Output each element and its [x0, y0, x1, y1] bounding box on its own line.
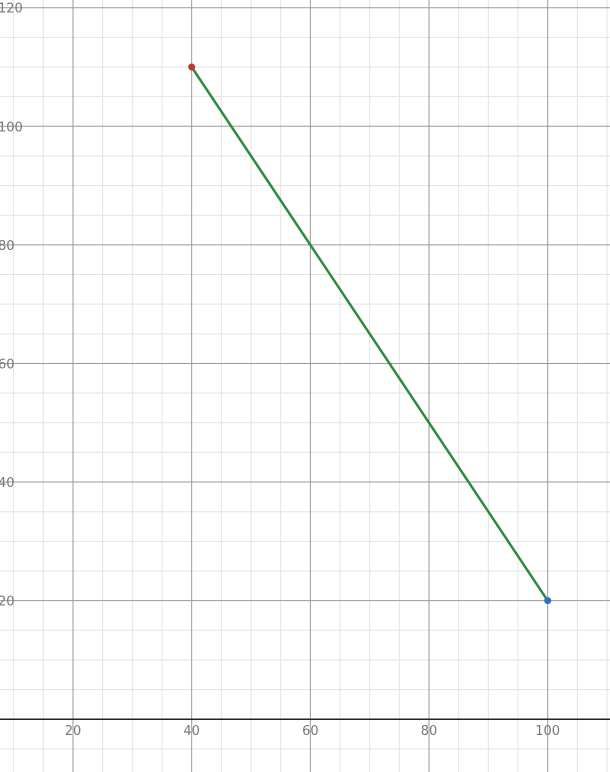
- y-tick-label: 120: [0, 2, 23, 17]
- y-tick-label: 20: [0, 595, 15, 610]
- x-tick-label: 80: [421, 724, 438, 739]
- x-tick-label: 40: [183, 724, 200, 739]
- y-tick-label: 40: [0, 476, 15, 491]
- x-tick-label: 100: [535, 724, 560, 739]
- series-line: [190, 65, 549, 602]
- data-marks: [188, 63, 552, 605]
- y-tick-label: 100: [0, 120, 23, 135]
- tick-labels: 20 40 60 80 100 20 40 60 80 100 120: [0, 2, 560, 740]
- x-tick-label: 20: [65, 724, 82, 739]
- data-point[interactable]: [544, 597, 552, 605]
- x-tick-label: 60: [302, 724, 319, 739]
- data-point[interactable]: [188, 63, 196, 71]
- y-tick-label: 80: [0, 239, 15, 254]
- y-tick-label: 60: [0, 357, 15, 372]
